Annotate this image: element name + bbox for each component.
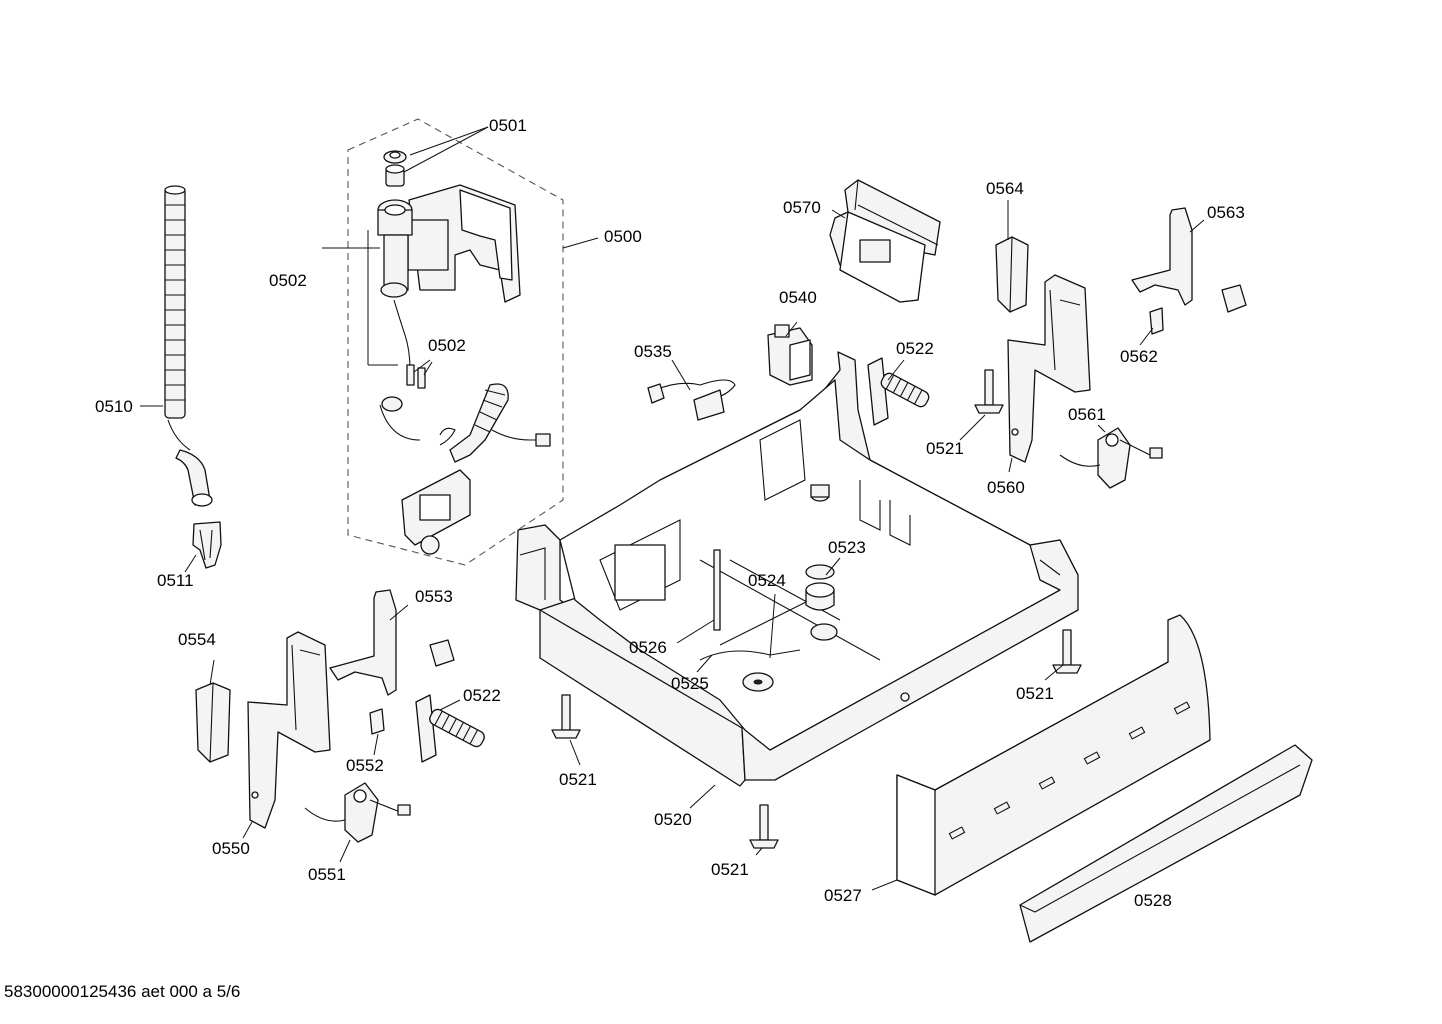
part-0560-panel bbox=[1007, 274, 1091, 463]
label-0527: 0527 bbox=[824, 886, 862, 905]
part-0502-valve bbox=[377, 184, 521, 441]
part-0550-panel bbox=[247, 631, 331, 829]
part-0563-bracket bbox=[1131, 207, 1247, 313]
label-0521-right: 0521 bbox=[1016, 684, 1054, 703]
part-inlet-hose bbox=[439, 383, 551, 463]
label-0562: 0562 bbox=[1120, 347, 1158, 366]
part-0570-module bbox=[829, 179, 941, 303]
part-0527-plinth bbox=[896, 614, 1211, 896]
label-0521-left: 0521 bbox=[559, 770, 597, 789]
label-0528: 0528 bbox=[1134, 891, 1172, 910]
part-0522-spring-b bbox=[415, 694, 485, 763]
part-0523-seals bbox=[805, 564, 838, 641]
label-0520: 0520 bbox=[654, 810, 692, 829]
label-0521-top: 0521 bbox=[926, 439, 964, 458]
label-0570: 0570 bbox=[783, 198, 821, 217]
label-0540: 0540 bbox=[779, 288, 817, 307]
part-0561-sensor bbox=[1059, 427, 1163, 489]
part-0521-foot-b bbox=[1052, 629, 1082, 674]
part-0562-clip bbox=[1149, 307, 1164, 335]
label-0526: 0526 bbox=[629, 638, 667, 657]
label-0502-top: 0502 bbox=[269, 271, 307, 290]
label-0563: 0563 bbox=[1207, 203, 1245, 222]
document-id-footer: 58300000125436 aet 000 a 5/6 bbox=[4, 982, 241, 1001]
assembly-0500-boundary bbox=[347, 118, 564, 566]
label-0522-top: 0522 bbox=[896, 339, 934, 358]
part-0522-spring-a bbox=[867, 357, 930, 426]
part-0521-foot-d bbox=[749, 804, 779, 849]
part-0521-foot-c bbox=[551, 694, 581, 739]
part-0528-strip bbox=[1019, 744, 1313, 943]
part-0510-hose bbox=[164, 185, 213, 507]
part-assembly-bracket bbox=[401, 469, 471, 555]
label-0500: 0500 bbox=[604, 227, 642, 246]
part-0540-component bbox=[767, 324, 813, 386]
label-0502-bottom: 0502 bbox=[428, 336, 466, 355]
label-0564: 0564 bbox=[986, 179, 1024, 198]
label-0525: 0525 bbox=[671, 674, 709, 693]
part-0511-clip bbox=[192, 521, 222, 569]
label-0524: 0524 bbox=[748, 571, 786, 590]
label-0560: 0560 bbox=[987, 478, 1025, 497]
part-0554-cover bbox=[195, 682, 231, 763]
label-0554: 0554 bbox=[178, 630, 216, 649]
label-0523: 0523 bbox=[828, 538, 866, 557]
label-0550: 0550 bbox=[212, 839, 250, 858]
label-0510: 0510 bbox=[95, 397, 133, 416]
part-0553-bracket bbox=[329, 589, 455, 696]
label-0521-bottom: 0521 bbox=[711, 860, 749, 879]
leader-lines bbox=[140, 126, 1205, 891]
part-0552-clip bbox=[369, 708, 385, 735]
part-0520-base bbox=[515, 351, 1079, 787]
label-0535: 0535 bbox=[634, 342, 672, 361]
part-0501-caps bbox=[383, 150, 407, 187]
label-0561: 0561 bbox=[1068, 405, 1106, 424]
label-0501: 0501 bbox=[489, 116, 527, 135]
label-0522-bottom: 0522 bbox=[463, 686, 501, 705]
label-0552: 0552 bbox=[346, 756, 384, 775]
label-0511: 0511 bbox=[157, 571, 194, 590]
label-0551: 0551 bbox=[308, 865, 346, 884]
part-0521-foot-a bbox=[974, 369, 1004, 414]
label-0553: 0553 bbox=[415, 587, 453, 606]
part-0535-harness bbox=[647, 379, 736, 421]
part-0564-bracket bbox=[995, 236, 1029, 313]
part-0551-sensor bbox=[304, 782, 411, 843]
